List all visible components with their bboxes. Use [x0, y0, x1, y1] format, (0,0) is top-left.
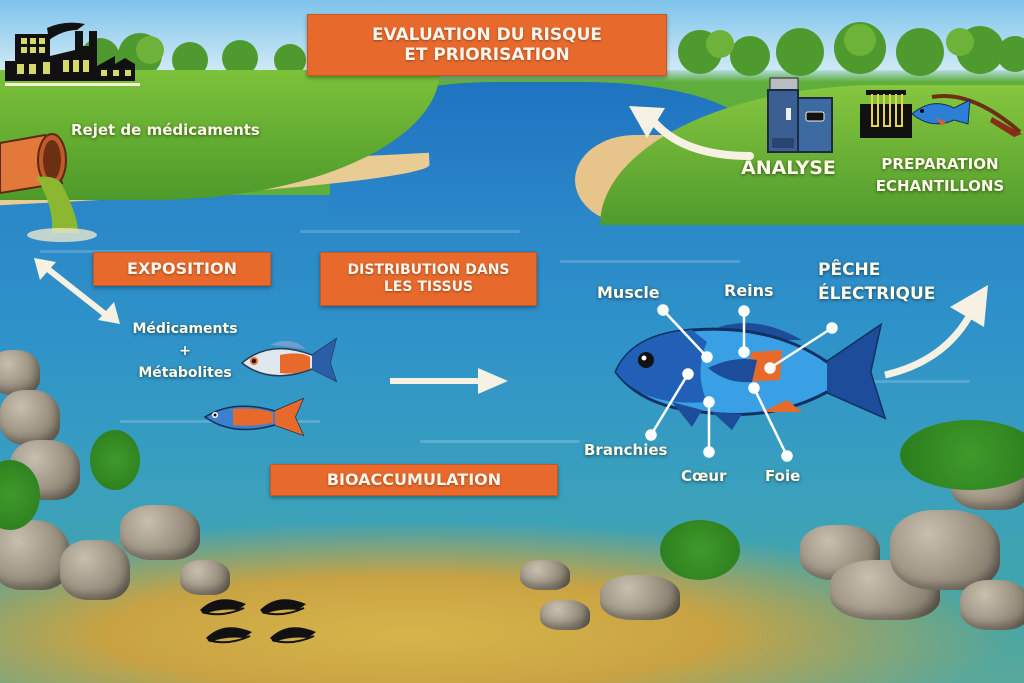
organ-label-heart: Cœur: [681, 467, 727, 485]
metabolites-text: Métabolites: [138, 365, 232, 381]
distribution-line-2: LES TISSUS: [383, 279, 474, 295]
organ-label-kidneys: Reins: [724, 281, 774, 300]
water-ripple: [40, 250, 200, 253]
discharge-label: Rejet de médicaments: [71, 121, 260, 139]
treeline: [80, 22, 1024, 78]
title-line-2: ET PRIORISATION: [404, 45, 570, 65]
small-fish-icon: [203, 397, 305, 437]
main-fish-anatomy: [614, 322, 887, 430]
bush: [900, 420, 1024, 490]
lab-analyzer-icon: [767, 77, 833, 153]
rock: [960, 580, 1024, 630]
electrofishing-line-1: PÊCHE: [818, 260, 881, 280]
title-line-1: EVALUATION DU RISQUE: [372, 24, 602, 45]
plant: [90, 430, 140, 490]
electrofishing-label: PÊCHE ÉLECTRIQUE: [818, 258, 935, 306]
tissue-distribution-label: DISTRIBUTION DANS LES TISSUS: [320, 252, 537, 306]
rock: [60, 540, 130, 600]
drugs-metabolites-label: Médicaments + Métabolites: [120, 318, 250, 384]
organ-label-muscle: Muscle: [597, 283, 660, 302]
bioaccumulation-label: BIOACCUMULATION: [270, 464, 558, 496]
distribution-line-1: DISTRIBUTION DANS: [347, 262, 510, 279]
sample-prep-line-1: PREPARATION: [881, 155, 999, 173]
rock: [180, 560, 230, 595]
arrow-right-icon: [390, 368, 508, 394]
water-ripple: [820, 380, 970, 383]
rock: [600, 575, 680, 620]
mussel-icon: [200, 599, 316, 644]
water-ripple: [420, 440, 580, 443]
arrow-icon: [629, 106, 754, 160]
rock: [0, 520, 70, 590]
sample-prep-label: PREPARATION ECHANTILLONS: [870, 153, 1010, 197]
electrofishing-line-2: ÉLECTRIQUE: [818, 284, 936, 304]
aquatic-plant: [660, 520, 740, 580]
water-ripple: [560, 260, 740, 263]
risk-evaluation-title: EVALUATION DU RISQUE ET PRIORISATION: [307, 14, 667, 76]
fish-sample-icon: [911, 94, 1022, 137]
test-tube-rack-icon: [860, 90, 912, 138]
rock: [0, 350, 40, 395]
double-arrow-icon: [34, 258, 120, 324]
analysis-label: ANALYSE: [741, 157, 836, 179]
rock: [0, 390, 60, 445]
organ-label-liver: Foie: [765, 467, 801, 485]
rock: [540, 600, 590, 630]
exposure-label: EXPOSITION: [93, 252, 271, 286]
rock: [120, 505, 200, 560]
rock: [520, 560, 570, 590]
small-fish-icon: [240, 337, 338, 383]
sample-prep-line-2: ECHANTILLONS: [875, 177, 1005, 195]
curved-arrow-icon: [884, 285, 988, 379]
organ-label-gills: Branchies: [584, 441, 668, 459]
water-ripple: [300, 230, 520, 233]
drain-pipe-icon: [0, 133, 97, 242]
plus-text: +: [179, 343, 191, 359]
drugs-text: Médicaments: [132, 321, 238, 337]
rock: [890, 510, 1000, 590]
factory-icon: [5, 22, 140, 86]
